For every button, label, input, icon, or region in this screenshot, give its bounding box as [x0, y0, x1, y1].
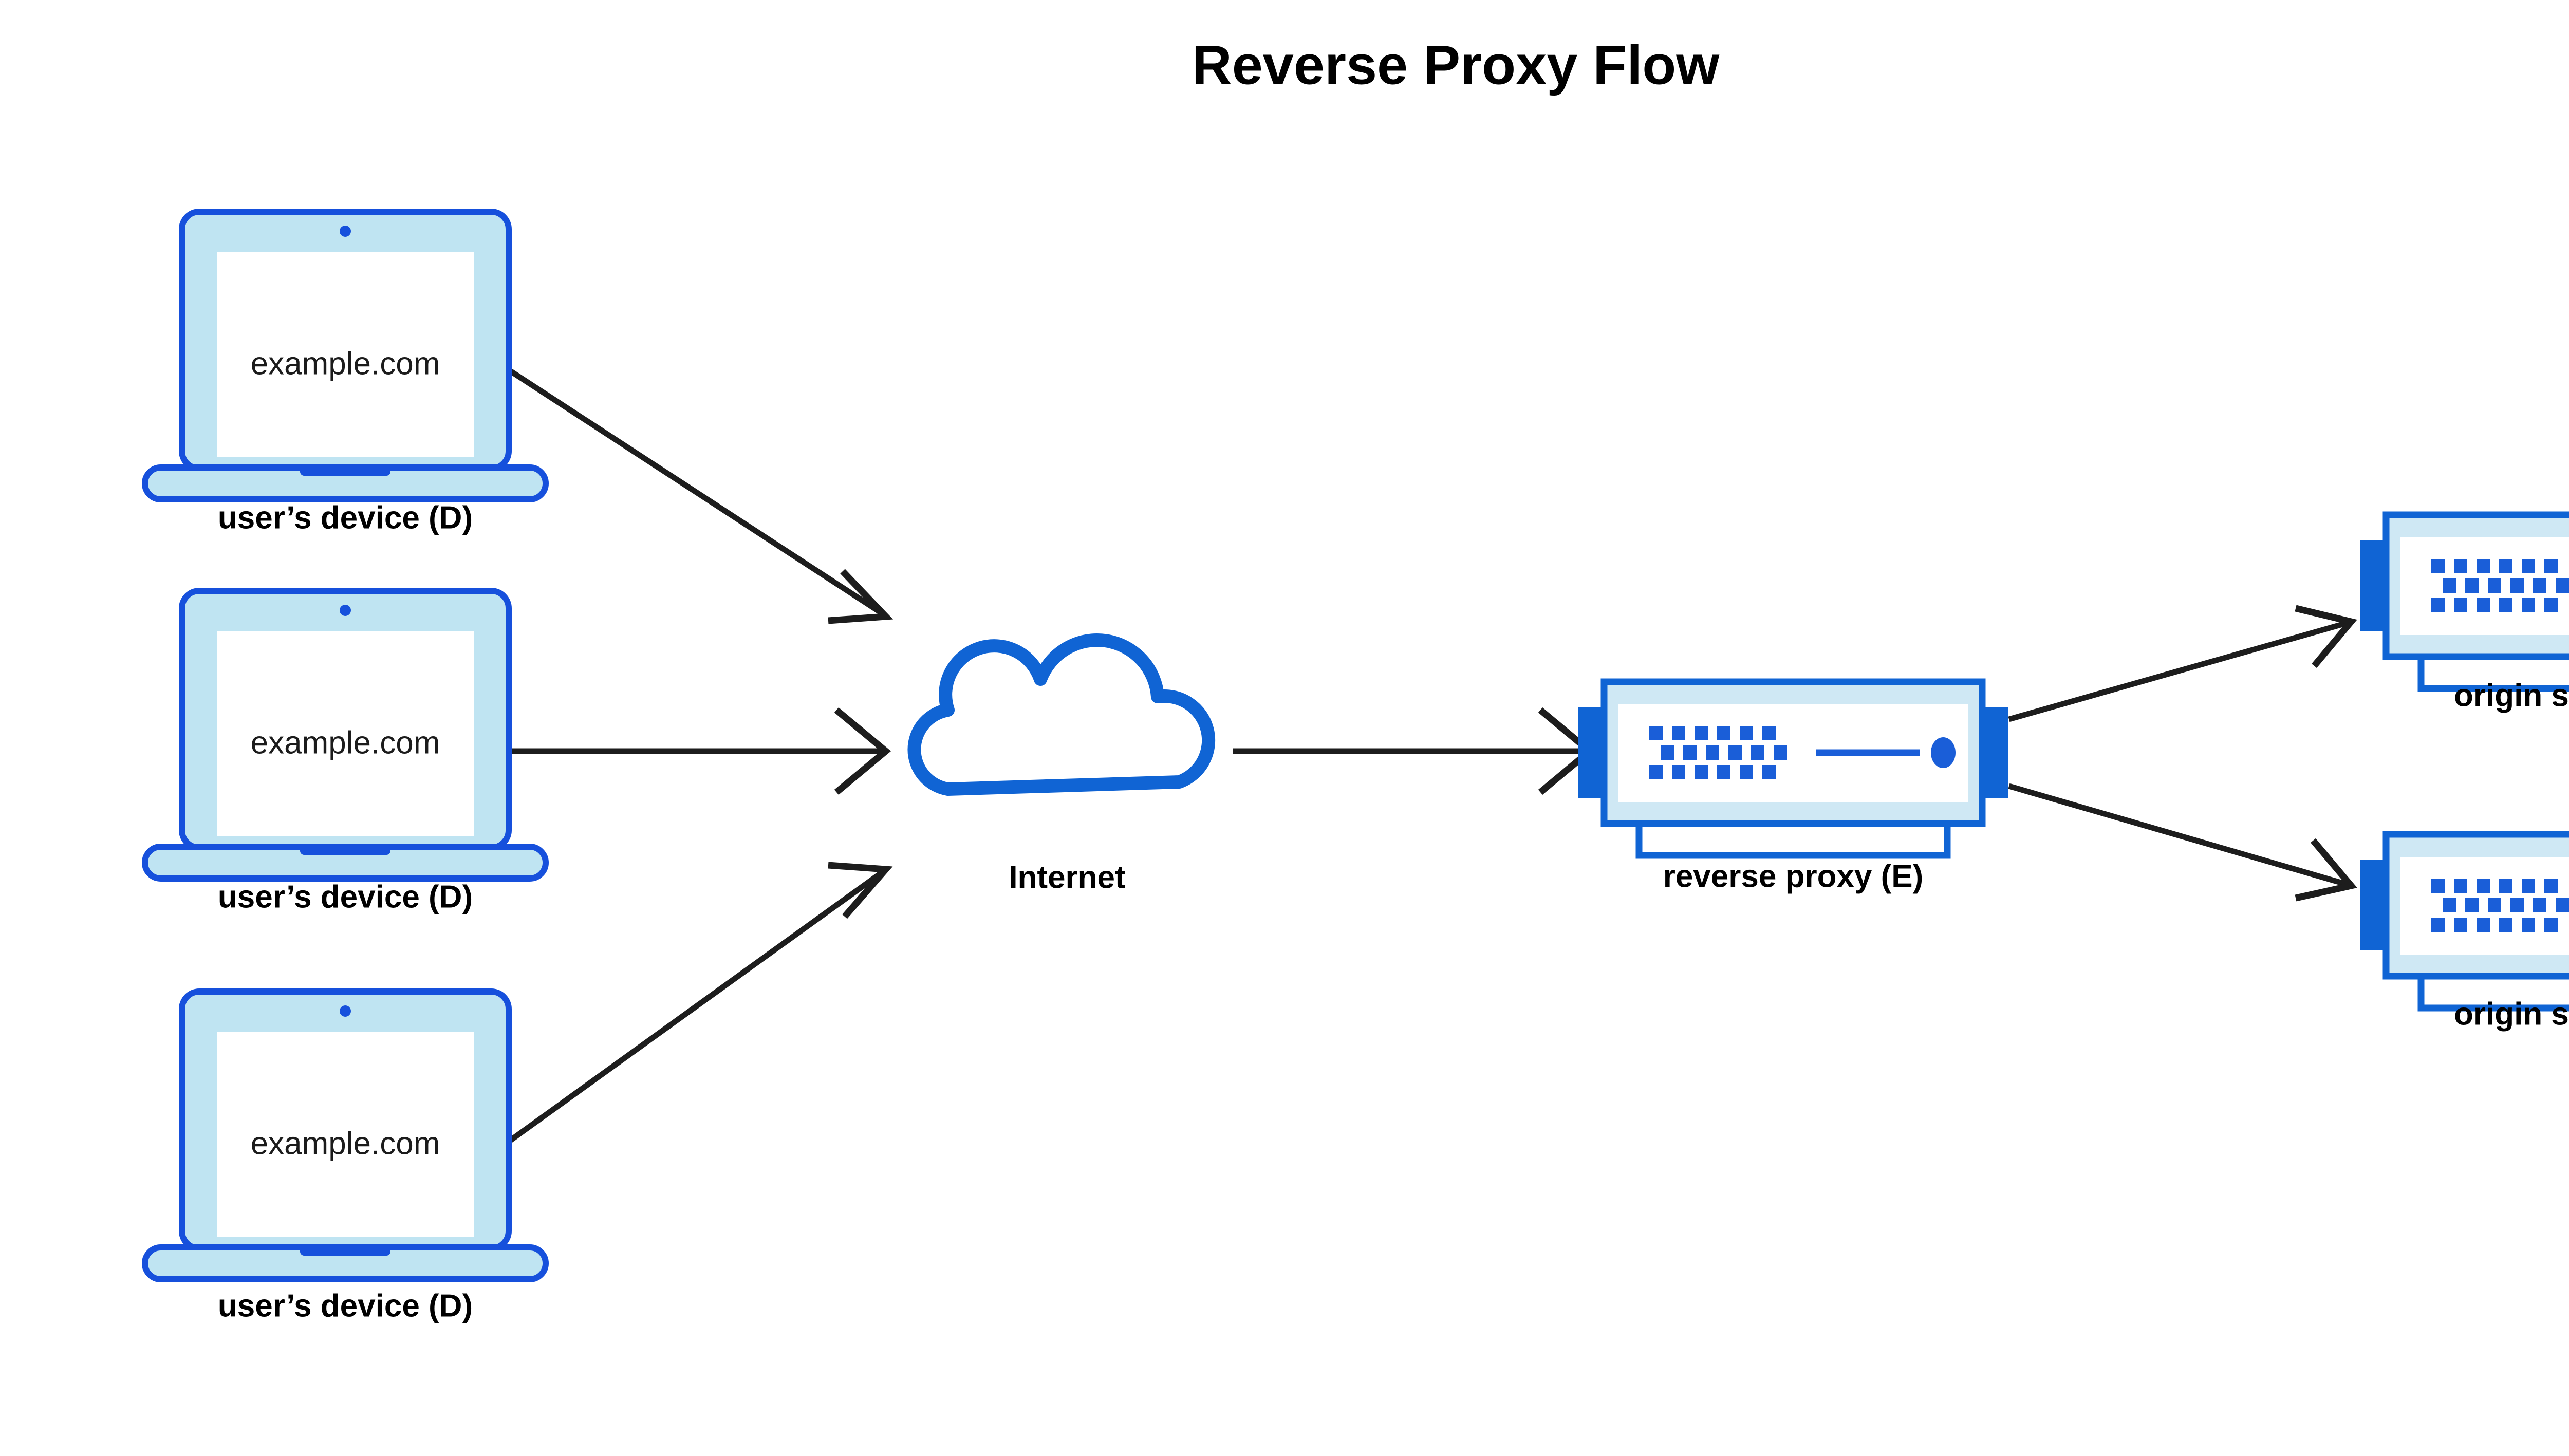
cloud-icon	[914, 640, 1208, 789]
edge-client-middle-to-internet	[509, 707, 891, 795]
client-bottom-label: user’s device (D)	[218, 1288, 473, 1323]
edge-internet-to-proxy	[1233, 707, 1595, 795]
client-bottom-screen-text: example.com	[251, 1126, 440, 1161]
edge-client-top-to-internet	[507, 367, 893, 624]
client-middle-screen-text: example.com	[251, 725, 440, 760]
client-top-label: user’s device (D)	[218, 500, 473, 535]
internet-label: Internet	[1009, 860, 1125, 895]
edge-proxy-to-origin-top	[2008, 605, 2357, 722]
node-client-bottom[interactable]: example.com user’s device (D)	[145, 992, 546, 1323]
page-title: Reverse Proxy Flow	[1192, 34, 1720, 96]
edge-client-bottom-to-internet	[507, 862, 893, 1144]
server-icon	[2360, 515, 2569, 688]
server-icon	[1578, 682, 2008, 855]
origin-top-label: origin server (F)	[2454, 678, 2569, 713]
node-internet[interactable]: Internet	[914, 640, 1208, 895]
origin-bottom-label: origin server (F)	[2454, 996, 2569, 1032]
node-origin-bottom[interactable]: origin server (F)	[2360, 834, 2569, 1032]
client-middle-label: user’s device (D)	[218, 879, 473, 914]
client-top-screen-text: example.com	[251, 346, 440, 381]
node-client-top[interactable]: example.com user’s device (D)	[145, 212, 546, 535]
node-origin-top[interactable]: origin server (F)	[2360, 515, 2569, 713]
server-icon	[2360, 834, 2569, 1008]
edge-proxy-to-origin-bottom	[2008, 783, 2357, 902]
node-reverse-proxy[interactable]: reverse proxy (E)	[1578, 682, 2008, 894]
node-client-middle[interactable]: example.com user’s device (D)	[145, 591, 546, 914]
reverse-proxy-label: reverse proxy (E)	[1663, 858, 1924, 894]
